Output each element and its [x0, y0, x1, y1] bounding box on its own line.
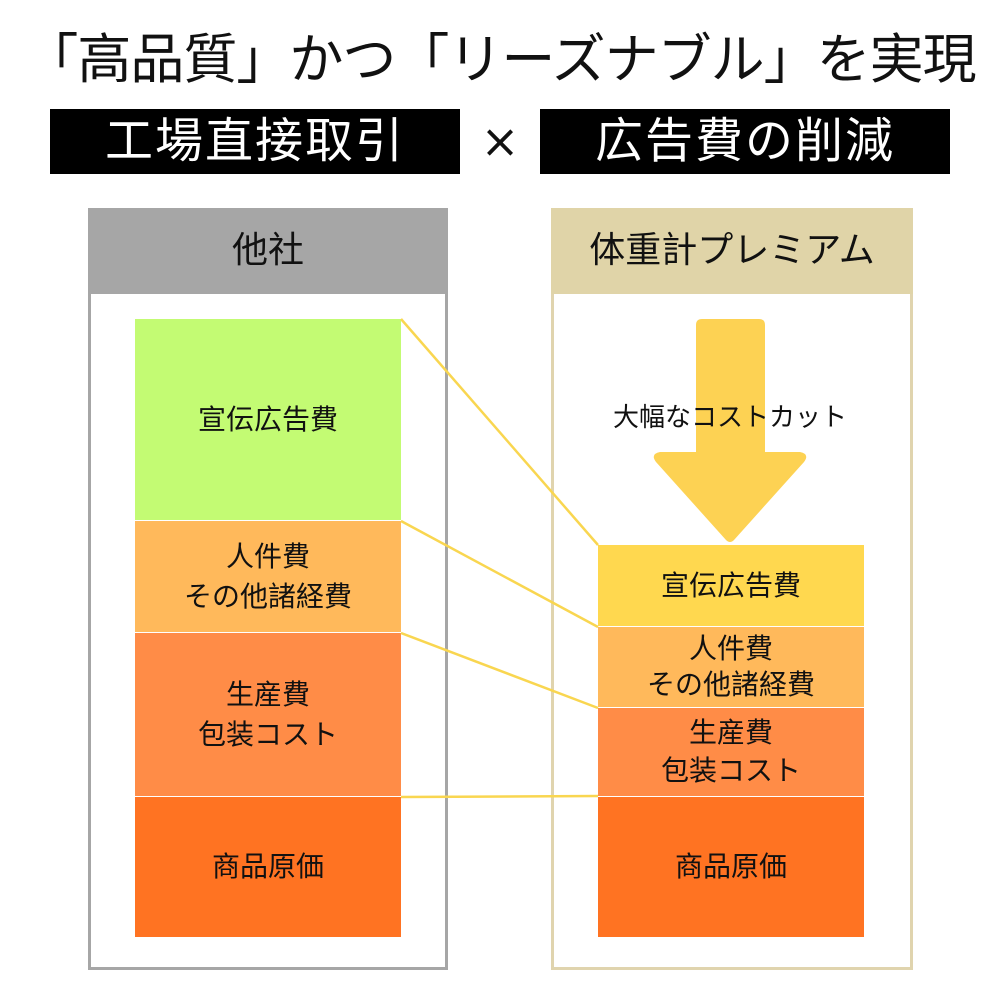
right-segment-production: 生産費 包装コスト — [598, 708, 864, 796]
banner-ad-reduction: 広告費の削減 — [540, 109, 950, 174]
right-segment-personnel: 人件費 その他諸経費 — [598, 627, 864, 707]
panel-right-header: 体重計プレミアム — [551, 208, 913, 294]
left-segment-personnel: 人件費 その他諸経費 — [135, 521, 401, 632]
left-segment-production: 生産費 包装コスト — [135, 633, 401, 796]
right-segment-ad: 宣伝広告費 — [598, 545, 864, 626]
headline: 「高品質」かつ「リーズナブル」を実現 — [24, 28, 976, 91]
left-segment-ad: 宣伝広告費 — [135, 319, 401, 520]
left-segment-cogs: 商品原価 — [135, 797, 401, 937]
right-segment-cogs: 商品原価 — [598, 797, 864, 937]
banner-factory-direct: 工場直接取引 — [50, 109, 460, 174]
panel-left-header: 他社 — [88, 208, 448, 294]
times-symbol: × — [480, 114, 520, 168]
cost-cut-label: 大幅なコストカット — [612, 403, 847, 433]
